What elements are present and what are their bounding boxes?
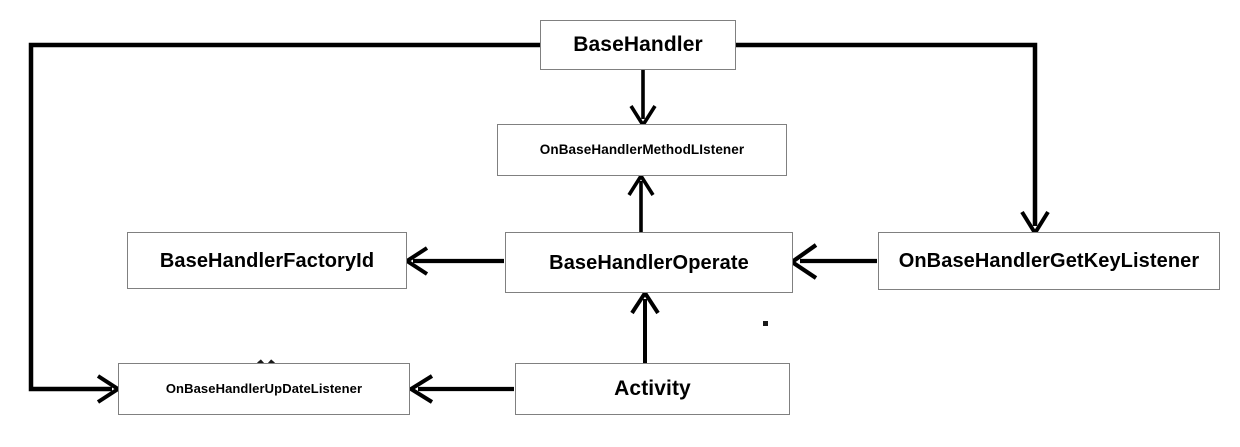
node-on-base-handler-method-listener[interactable]: OnBaseHandlerMethodLIstener — [497, 124, 787, 176]
node-on-base-handler-get-key-listener[interactable]: OnBaseHandlerGetKeyListener — [878, 232, 1220, 290]
node-base-handler-factory-id[interactable]: BaseHandlerFactoryId — [127, 232, 407, 289]
node-on-base-handler-update-listener[interactable]: OnBaseHandlerUpDateListener — [118, 363, 410, 415]
connector-operate-to-method-listener — [627, 172, 655, 233]
connector-get-key-listener-to-operate — [788, 243, 877, 280]
node-on-base-handler-update-listener-label: OnBaseHandlerUpDateListener — [165, 380, 363, 396]
connector-activity-to-update-listener — [407, 374, 514, 404]
node-on-base-handler-method-listener-label: OnBaseHandlerMethodLIstener — [539, 141, 745, 157]
connector-base-handler-to-update-listener — [28, 42, 540, 404]
node-base-handler-operate[interactable]: BaseHandlerOperate — [505, 232, 793, 293]
node-base-handler-operate-label: BaseHandlerOperate — [549, 251, 749, 274]
connector-operate-to-factory-id — [403, 246, 504, 276]
stray-dot-artifact — [763, 321, 768, 326]
connector-activity-to-operate — [630, 289, 660, 364]
node-activity[interactable]: Activity — [515, 363, 790, 415]
connector-base-handler-to-method-listener — [629, 70, 657, 129]
node-base-handler-factory-id-label: BaseHandlerFactoryId — [159, 249, 375, 272]
node-base-handler-label: BaseHandler — [573, 33, 703, 57]
node-on-base-handler-get-key-listener-label: OnBaseHandlerGetKeyListener — [898, 250, 1200, 272]
node-activity-label: Activity — [614, 377, 691, 401]
node-base-handler[interactable]: BaseHandler — [540, 20, 736, 70]
